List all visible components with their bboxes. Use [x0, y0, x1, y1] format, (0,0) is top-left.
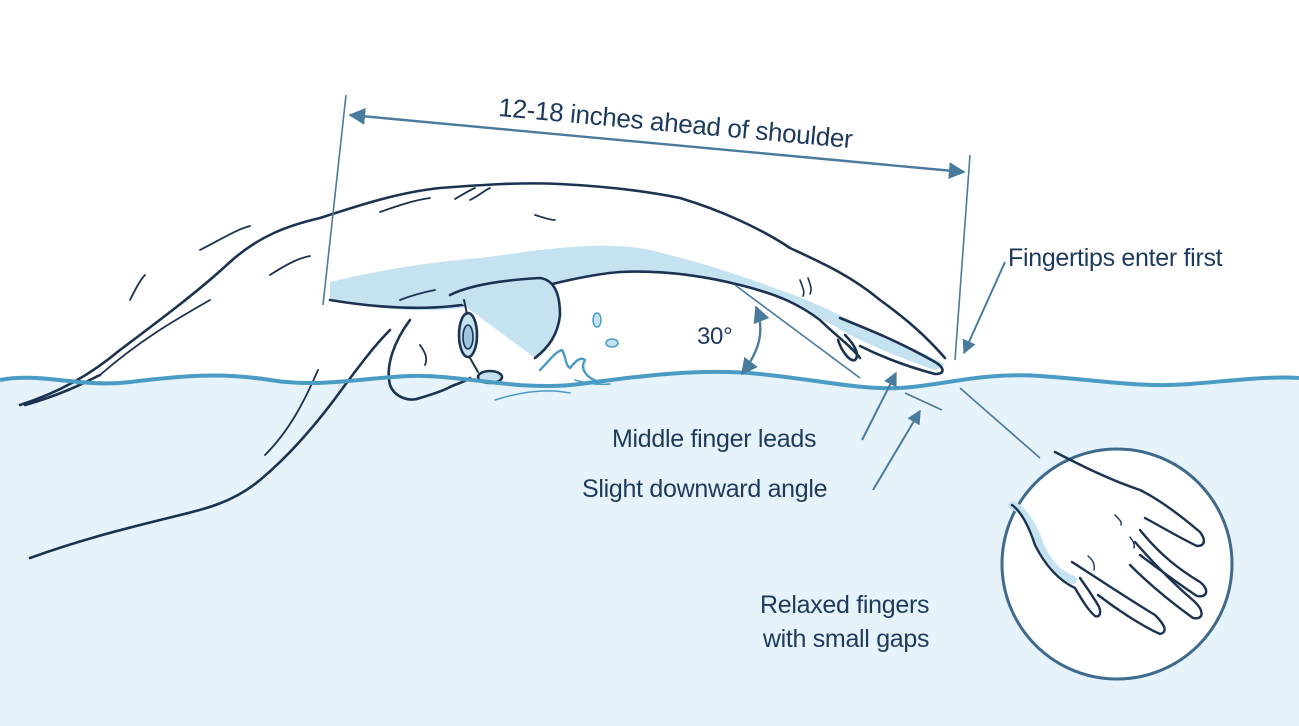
distance-annotation [322, 94, 971, 361]
callout-arrows [861, 261, 1006, 491]
hand-closeup-circle [1000, 447, 1234, 681]
swimmer-illustration [18, 182, 947, 560]
relaxed-fingers-line1: Relaxed fingers [760, 591, 930, 619]
double-headed-arrow-icon [348, 108, 966, 179]
water-line [0, 369, 1299, 391]
relaxed-fingers-label: Relaxed fingers with small gaps [760, 588, 930, 656]
angle-label: 30° [697, 323, 733, 350]
angle-annotation [734, 284, 1041, 459]
water [0, 371, 1299, 726]
curved-double-arrow-icon [740, 305, 770, 376]
middle-finger-label: Middle finger leads [612, 425, 817, 453]
relaxed-fingers-line2: with small gaps [762, 625, 930, 653]
splash [494, 312, 619, 401]
fingertips-label: Fingertips enter first [1008, 244, 1223, 272]
downward-angle-label: Slight downward angle [582, 475, 828, 503]
